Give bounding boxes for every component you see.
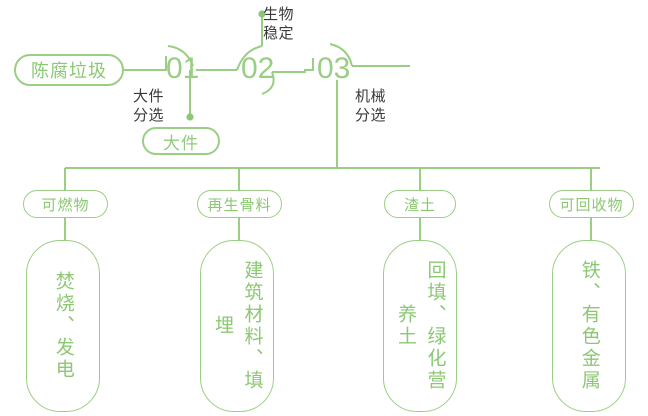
box-disposal-recycled-aggregate[interactable]: 建筑材料、填埋 <box>200 240 274 412</box>
node-category-residual-soil[interactable]: 渣土 <box>384 190 456 218</box>
bracket-step03-top <box>329 43 353 67</box>
disposal-text-residual-soil: 回填、绿化营养土 <box>395 260 446 392</box>
dot-bulky <box>186 113 194 121</box>
bracket-step02-bottomright <box>261 71 275 95</box>
step-number-02[interactable]: 02 <box>241 52 275 85</box>
step-number-01[interactable]: 01 <box>166 52 200 85</box>
disposal-text-recycled-aggregate: 建筑材料、填埋 <box>212 260 263 392</box>
box-disposal-residual-soil[interactable]: 回填、绿化营养土 <box>383 240 457 412</box>
node-category-recycled-aggregate[interactable]: 再生骨料 <box>197 190 282 218</box>
annotation-mechanical-sorting: 机械 分选 <box>355 88 387 124</box>
dot-bio <box>258 10 266 18</box>
disposal-text-recyclables: 铁、有色金属 <box>578 260 600 392</box>
node-category-recyclables[interactable]: 可回收物 <box>549 190 634 218</box>
wire-step02-to-step03 <box>272 58 314 73</box>
node-output-bulky[interactable]: 大件 <box>142 127 220 155</box>
node-root-waste[interactable]: 陈腐垃圾 <box>14 54 124 86</box>
bracket-step01-top <box>167 45 194 67</box>
wire-root-to-step01 <box>124 56 167 71</box>
disposal-text-combustible: 焚烧、发电 <box>52 271 74 381</box>
annotation-bio-stabilization: 生物 稳定 <box>263 6 295 42</box>
step-number-03[interactable]: 03 <box>317 52 351 85</box>
annotation-bulky-sorting: 大件 分选 <box>133 88 165 124</box>
node-category-combustible[interactable]: 可燃物 <box>23 190 108 218</box>
box-disposal-combustible[interactable]: 焚烧、发电 <box>26 240 100 412</box>
box-disposal-recyclables[interactable]: 铁、有色金属 <box>552 240 626 412</box>
bracket-step02-topleft <box>236 45 263 71</box>
